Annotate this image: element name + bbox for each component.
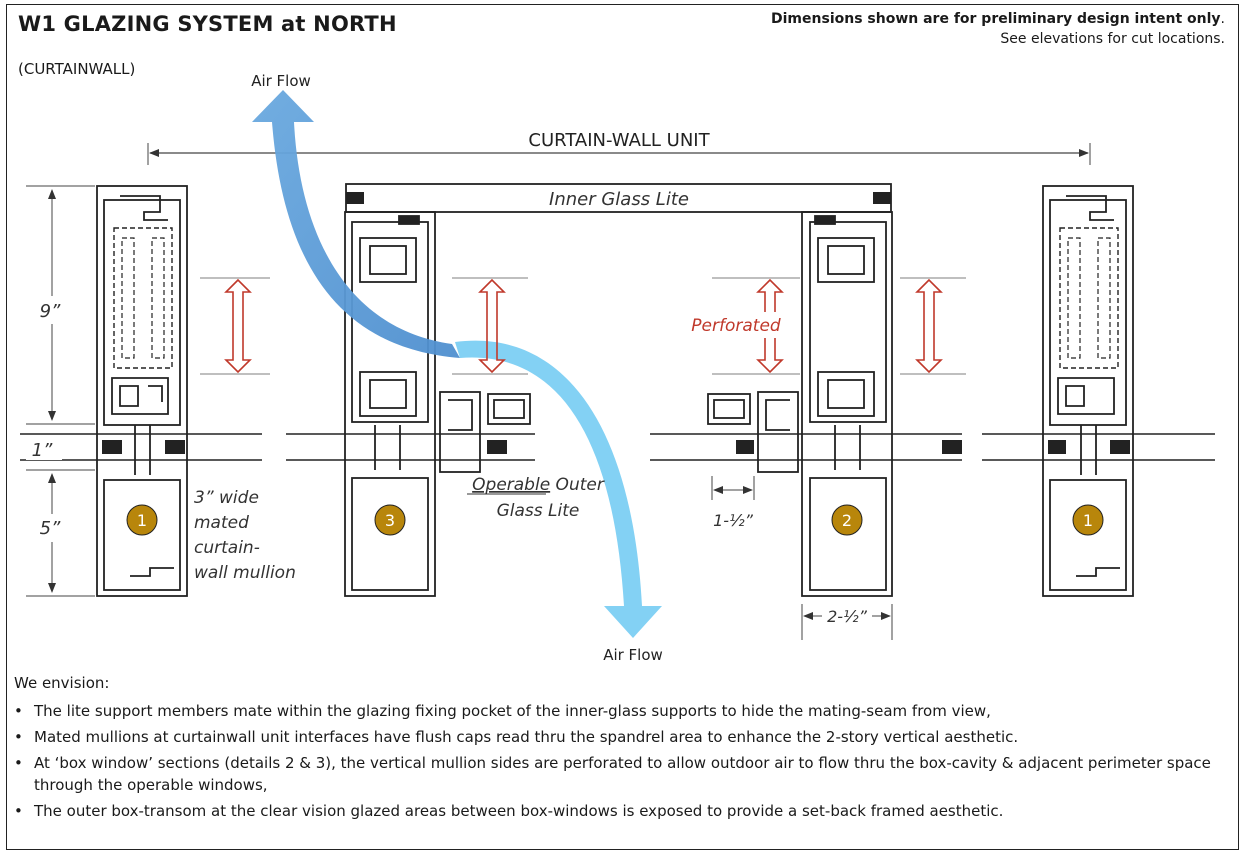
detail-badge-2: 2 — [842, 511, 852, 530]
mullion-note: 3” wide mated curtain- wall mullion — [194, 488, 296, 583]
detail-badge-1-right: 1 — [1083, 511, 1093, 530]
note-text: The lite support members mate within the… — [34, 702, 991, 720]
dimension-note-line1: Dimensions shown are for preliminary des… — [771, 11, 1221, 27]
dimension-note: Dimensions shown are for preliminary des… — [771, 9, 1225, 49]
inner-glass-lite: Inner Glass Lite — [345, 183, 892, 213]
operable-outer-label: Operable Outer — [472, 475, 605, 495]
bullet: • — [14, 702, 23, 720]
operable-word: Operable — [472, 475, 550, 495]
outer-glass-lines — [20, 433, 1215, 461]
bullet: • — [14, 754, 23, 772]
perforated-indicators — [200, 277, 966, 375]
notes-list: • The lite support members mate within th… — [14, 700, 1224, 822]
bullet: • — [14, 728, 23, 746]
note-text: Mated mullions at curtainwall unit inter… — [34, 728, 1019, 746]
air-flow-label-bottom: Air Flow — [603, 646, 663, 664]
mullion-detail-2 — [707, 211, 893, 597]
list-item: • The outer box-transom at the clear visi… — [14, 800, 1224, 822]
drawing-frame — [6, 4, 1239, 850]
mullion-note-line3: curtain- — [194, 538, 260, 558]
gaskets — [102, 440, 1130, 454]
mullion-detail-1-right — [1042, 185, 1134, 597]
air-flow-label-top: Air Flow — [251, 72, 311, 90]
list-item: • Mated mullions at curtainwall unit inte… — [14, 726, 1224, 748]
mullion-note-line1: 3” wide — [194, 488, 259, 508]
dimension-note-period: . — [1220, 11, 1225, 27]
dimension-1-inch: 1” — [32, 440, 53, 461]
bullet: • — [14, 802, 23, 820]
note-text: The outer box-transom at the clear visio… — [34, 802, 1004, 820]
inner-glass-label: Inner Glass Lite — [549, 189, 689, 210]
detail-badges: 1 3 2 1 — [126, 504, 1104, 536]
dimension-5-inch: 5” — [40, 518, 61, 539]
mullion-detail-1-left — [96, 185, 188, 597]
curtain-wall-label: CURTAIN-WALL UNIT — [528, 130, 710, 151]
curtain-wall-dimension: CURTAIN-WALL UNIT — [147, 130, 1091, 165]
detail-badge-3: 3 — [385, 511, 395, 530]
note-text: At ‘box window’ sections (details 2 & 3)… — [34, 754, 1211, 794]
dimension-1-5-inch: 1-½” — [713, 511, 753, 530]
page-subtitle: (CURTAINWALL) — [18, 60, 136, 78]
air-flow-arrow-up — [252, 90, 460, 358]
mullion-note-line2: mated — [194, 513, 249, 533]
glass-lite-label: Glass Lite — [497, 501, 580, 521]
mullion-note-line4: wall mullion — [194, 563, 296, 583]
air-flow-arrow-down — [455, 340, 662, 638]
list-item: • At ‘box window’ sections (details 2 & 3… — [14, 752, 1224, 796]
design-notes: We envision: • The lite support members m… — [14, 672, 1224, 826]
outer-word: Outer — [550, 475, 605, 495]
notes-lead: We envision: — [14, 674, 110, 692]
dimension-2-5-inch: 2-½” — [827, 607, 867, 626]
dimension-note-line2: See elevations for cut locations. — [1000, 31, 1225, 47]
detail-badge-1-left: 1 — [137, 511, 147, 530]
dimension-9-inch: 9” — [40, 301, 61, 322]
perforated-label: Perforated — [691, 316, 781, 336]
list-item: • The lite support members mate within th… — [14, 700, 1224, 722]
mullion-detail-3 — [344, 211, 531, 597]
page-title: W1 GLAZING SYSTEM at NORTH — [18, 12, 397, 36]
